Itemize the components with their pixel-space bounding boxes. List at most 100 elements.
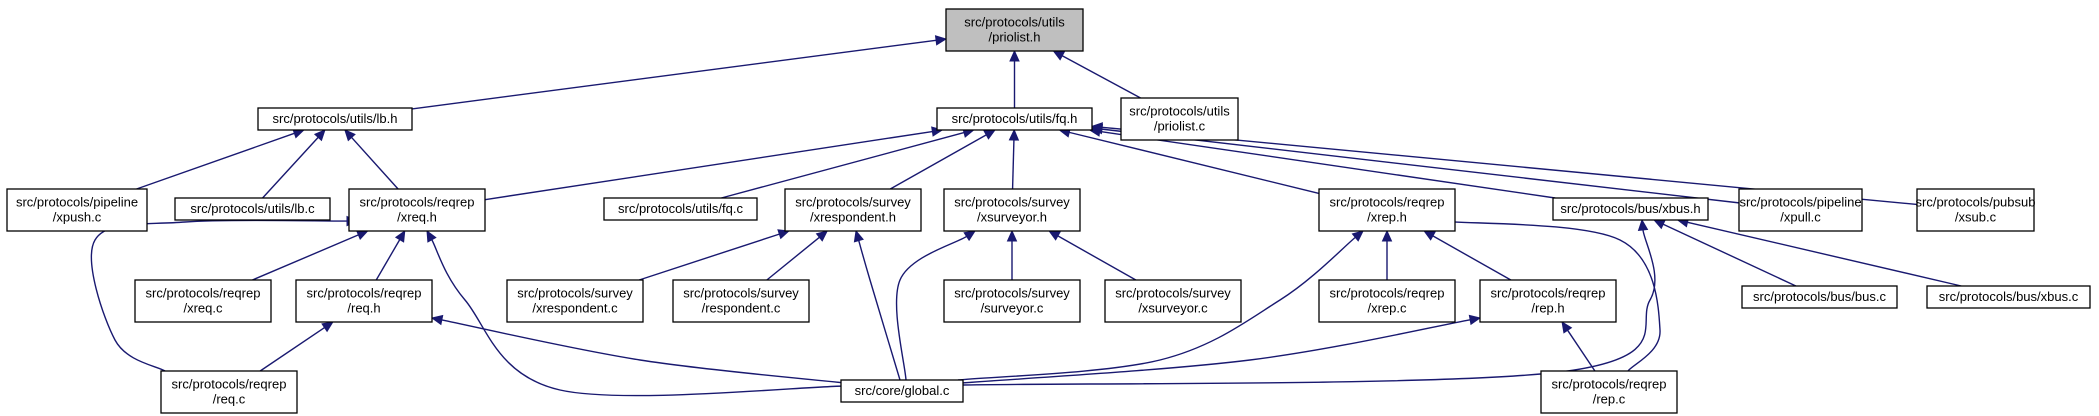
node-box[interactable]: [1916, 188, 2035, 232]
node-box[interactable]: [672, 279, 810, 323]
node-box[interactable]: [1540, 370, 1678, 414]
node-label: src/protocols/reqrep: [360, 195, 475, 210]
node-box[interactable]: [936, 107, 1093, 131]
node-label: /xrep.c: [1367, 301, 1407, 316]
node-box[interactable]: [348, 188, 486, 232]
node-box[interactable]: [1926, 285, 2091, 309]
node-xbus-h[interactable]: src/protocols/bus/xbus.h: [1552, 197, 1709, 221]
node-box[interactable]: [945, 8, 1084, 52]
node-lb-h[interactable]: src/protocols/utils/lb.h: [257, 107, 413, 131]
edge-xsurveyor_h-to-fq_h: [1008, 128, 1020, 190]
node-box[interactable]: [1104, 279, 1242, 323]
node-xsurveyor-h[interactable]: src/protocols/survey/xsurveyor.h: [943, 188, 1081, 232]
node-xpull-c[interactable]: src/protocols/pipeline/xpull.c: [1738, 188, 1863, 232]
node-label: /xpull.c: [1780, 210, 1821, 225]
node-box[interactable]: [134, 279, 272, 323]
edge-xsurveyor_c-to-xsurveyor_h: [1048, 230, 1137, 281]
node-box[interactable]: [1479, 279, 1617, 323]
edge-fq_h-to-priolist_h: [1009, 49, 1020, 108]
edge-xrep_c-to-xrep_h: [1381, 229, 1393, 280]
edge-line: [136, 132, 295, 190]
node-label: src/protocols/survey: [683, 286, 799, 301]
edge-line: [895, 235, 968, 381]
node-rep-c[interactable]: src/protocols/reqrep/rep.c: [1540, 370, 1678, 414]
node-label: src/protocols/survey: [1115, 286, 1231, 301]
node-xbus-c[interactable]: src/protocols/bus/xbus.c: [1926, 285, 2091, 309]
node-respondent-c[interactable]: src/protocols/survey/respondent.c: [672, 279, 810, 323]
edge-line: [1057, 235, 1137, 281]
node-label: src/protocols/utils: [964, 15, 1065, 30]
node-global-c[interactable]: src/core/global.c: [840, 379, 964, 403]
node-box[interactable]: [506, 279, 644, 323]
node-xreq-h[interactable]: src/protocols/reqrep/xreq.h: [348, 188, 486, 232]
node-lb-c[interactable]: src/protocols/utils/lb.c: [174, 197, 331, 221]
edge-global_c-to-xrespondent_h: [853, 229, 901, 381]
node-priolist-h[interactable]: src/protocols/utils/priolist.h: [945, 8, 1084, 52]
node-box[interactable]: [1318, 279, 1456, 323]
edge-surveyor_c-to-xsurveyor_h: [1006, 229, 1018, 280]
edge-line: [721, 131, 965, 199]
edge-xreq_h-to-lb_h: [344, 129, 399, 190]
edge-global_c-to-req_h: [430, 314, 846, 384]
node-label: /respondent.c: [702, 301, 781, 316]
node-req-h[interactable]: src/protocols/reqrep/req.h: [295, 279, 433, 323]
node-xrep-h[interactable]: src/protocols/reqrep/xrep.h: [1318, 188, 1456, 232]
node-label: src/protocols/reqrep: [1552, 377, 1667, 392]
node-surveyor-c[interactable]: src/protocols/survey/surveyor.c: [943, 279, 1081, 323]
node-box[interactable]: [1741, 285, 1898, 309]
node-bus-c[interactable]: src/protocols/bus/bus.c: [1741, 285, 1898, 309]
node-box[interactable]: [6, 188, 148, 232]
node-req-c[interactable]: src/protocols/reqrep/req.c: [160, 370, 298, 414]
node-xrep-c[interactable]: src/protocols/reqrep/xrep.c: [1318, 279, 1456, 323]
node-xrespondent-c[interactable]: src/protocols/survey/xrespondent.c: [506, 279, 644, 323]
node-label: /xreq.c: [183, 301, 223, 316]
node-xrespondent-h[interactable]: src/protocols/survey/xrespondent.h: [784, 188, 922, 232]
edge-line: [1099, 130, 1556, 199]
node-label: src/protocols/bus/xbus.h: [1560, 201, 1700, 216]
node-box[interactable]: [1318, 188, 1456, 232]
node-xpush-c[interactable]: src/protocols/pipeline/xpush.c: [6, 188, 148, 232]
node-box[interactable]: [1552, 197, 1709, 221]
arrowhead-icon: [344, 129, 356, 142]
node-fq-c[interactable]: src/protocols/utils/fq.c: [603, 197, 758, 221]
node-box[interactable]: [295, 279, 433, 323]
node-box[interactable]: [784, 188, 922, 232]
arrowhead-icon: [1381, 229, 1393, 242]
node-label: /priolist.h: [988, 30, 1040, 45]
node-box[interactable]: [1738, 188, 1863, 232]
node-box[interactable]: [174, 197, 331, 221]
node-priolist-c[interactable]: src/protocols/utils/priolist.c: [1120, 97, 1239, 141]
node-xsurveyor-c[interactable]: src/protocols/survey/xsurveyor.c: [1104, 279, 1242, 323]
node-box[interactable]: [257, 107, 413, 131]
node-box[interactable]: [943, 279, 1081, 323]
node-label: src/protocols/survey: [954, 195, 1070, 210]
edge-req_h-to-xreq_h: [375, 229, 406, 281]
node-box[interactable]: [840, 379, 964, 403]
arrowhead-icon: [321, 321, 334, 333]
edge-global_c-to-xrep_h: [957, 230, 1364, 381]
node-rep-h[interactable]: src/protocols/reqrep/rep.h: [1479, 279, 1617, 323]
node-box[interactable]: [1120, 97, 1239, 141]
edge-line: [1687, 221, 1962, 287]
node-fq-h[interactable]: src/protocols/utils/fq.h: [936, 107, 1093, 131]
node-label: /priolist.c: [1154, 119, 1206, 134]
node-xsub-c[interactable]: src/protocols/pubsub/xsub.c: [1916, 188, 2036, 232]
node-box[interactable]: [160, 370, 298, 414]
edge-line: [259, 327, 325, 372]
edge-xrespondent_c-to-xrespondent_h: [638, 229, 791, 281]
node-label: src/protocols/utils: [1129, 104, 1230, 119]
edge-line: [766, 236, 820, 281]
node-box[interactable]: [943, 188, 1081, 232]
node-box[interactable]: [603, 197, 758, 221]
node-label: /xrespondent.h: [810, 210, 896, 225]
node-label: /xpush.c: [53, 210, 102, 225]
node-label: /xrep.h: [1367, 210, 1407, 225]
arrowhead-icon: [777, 229, 791, 240]
node-label: /xsub.c: [1955, 210, 1997, 225]
arrowhead-icon: [1468, 314, 1482, 326]
node-label: src/protocols/utils/fq.h: [952, 111, 1078, 126]
arrowhead-icon: [394, 229, 406, 243]
node-xreq-c[interactable]: src/protocols/reqrep/xreq.c: [134, 279, 272, 323]
edge-lb_c-to-lb_h: [262, 129, 326, 199]
